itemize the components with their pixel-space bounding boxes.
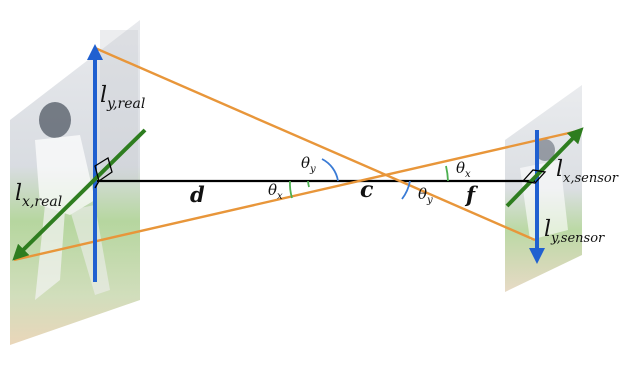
label-theta-x-left: θx <box>268 181 283 202</box>
label-l-y-real: ly,real <box>100 83 145 112</box>
theta-x-right-arc <box>445 165 449 182</box>
label-theta-y-top: θy <box>301 154 316 175</box>
theta-x-left-arc-2 <box>289 180 293 199</box>
theta-x-left-arc <box>307 180 310 188</box>
label-l-y-sensor: ly,sensor <box>544 217 605 246</box>
label-l-x-sensor: lx,sensor <box>556 157 619 186</box>
theta-y-top-arc <box>321 158 339 182</box>
label-theta-x-right: θx <box>456 159 471 180</box>
label-c: c <box>360 177 374 203</box>
right-angle-marker-sensor <box>521 169 547 184</box>
label-d: d <box>190 182 205 207</box>
right-angle-marker-real <box>94 156 113 189</box>
label-l-x-real: lx,real <box>15 181 62 210</box>
l-x-sensor-arrow <box>505 127 584 208</box>
label-theta-y-right: θy <box>418 185 433 206</box>
theta-y-right-arc <box>401 180 411 200</box>
l-x-real-arrow <box>12 128 147 261</box>
sensor-image-plane <box>505 85 582 292</box>
label-f: f <box>464 182 479 207</box>
real-image-plane <box>10 20 140 345</box>
projection-rays <box>13 46 583 262</box>
